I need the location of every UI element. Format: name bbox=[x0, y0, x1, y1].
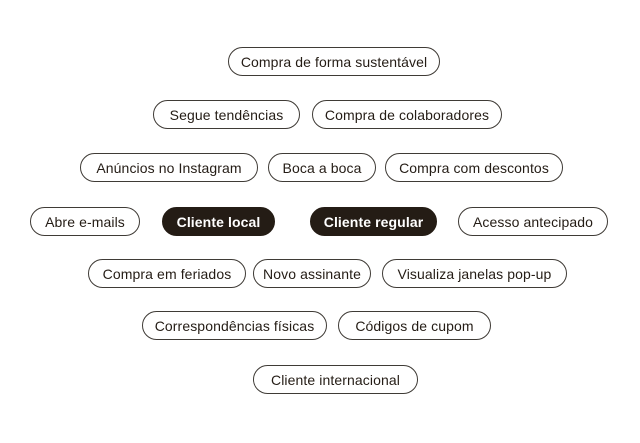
tag-codigos-de-cupom[interactable]: Códigos de cupom bbox=[338, 311, 491, 340]
tag-segue-tendencias[interactable]: Segue tendências bbox=[153, 100, 300, 129]
tag-compra-de-colaboradores[interactable]: Compra de colaboradores bbox=[312, 100, 502, 129]
tag-visualiza-janelas-pop-up[interactable]: Visualiza janelas pop-up bbox=[382, 259, 567, 288]
tag-compra-de-forma-sustentavel[interactable]: Compra de forma sustentável bbox=[228, 47, 440, 76]
tag-compra-em-feriados[interactable]: Compra em feriados bbox=[88, 259, 246, 288]
tag-acesso-antecipado[interactable]: Acesso antecipado bbox=[458, 207, 608, 236]
tag-correspondencias-fisicas[interactable]: Correspondências físicas bbox=[142, 311, 327, 340]
tag-compra-com-descontos[interactable]: Compra com descontos bbox=[385, 153, 563, 182]
tag-cliente-local[interactable]: Cliente local bbox=[162, 207, 275, 236]
tag-cliente-internacional[interactable]: Cliente internacional bbox=[253, 365, 418, 394]
tag-abre-e-mails[interactable]: Abre e-mails bbox=[30, 207, 140, 236]
tag-anuncios-no-instagram[interactable]: Anúncios no Instagram bbox=[80, 153, 258, 182]
tag-novo-assinante[interactable]: Novo assinante bbox=[253, 259, 371, 288]
tag-boca-a-boca[interactable]: Boca a boca bbox=[268, 153, 376, 182]
tag-cliente-regular[interactable]: Cliente regular bbox=[310, 207, 437, 236]
